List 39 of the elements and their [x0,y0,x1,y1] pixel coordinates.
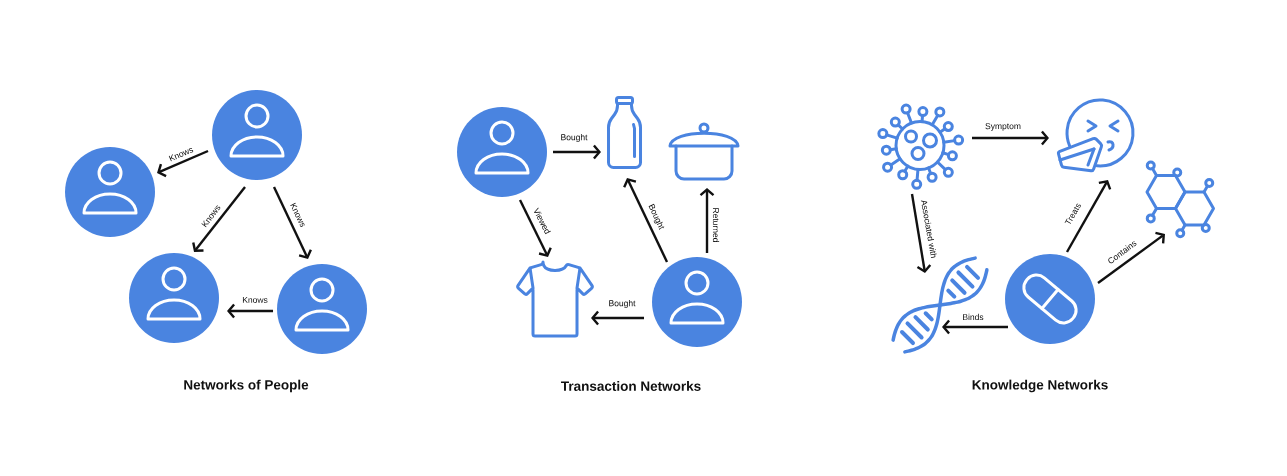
edge-label: Knows [241,295,269,305]
edge-label: Bought [607,298,637,310]
arrow [591,310,644,326]
pot-icon [668,122,740,181]
dna-icon [891,256,989,354]
edge-label: Associated with [919,198,939,260]
panel-title: Networks of People [184,379,309,393]
person-icon [457,107,547,197]
arrow [553,144,601,160]
panel-title: Transaction Networks [561,381,701,391]
edge-label: Bought [559,132,589,144]
arrow [1097,231,1165,284]
person-icon [277,264,367,354]
panel-title: Knowledge Networks [972,379,1108,393]
arrow [227,303,273,319]
bottle-icon [607,96,642,169]
edge-label: Knows [166,144,196,164]
arrow [272,186,312,259]
arrow [1065,180,1112,253]
pill-icon [1005,254,1095,344]
edge-label: Symptom [983,121,1023,133]
person-icon [129,253,219,343]
arrow [157,149,209,178]
arrow [972,130,1049,146]
person-icon [65,147,155,237]
arrow [942,319,1008,335]
sneezing-face-icon [1056,98,1135,173]
edge-label: Binds [961,312,985,322]
arrow [192,186,246,252]
shirt-icon [516,260,594,338]
person-icon [652,257,742,347]
arrow [623,178,669,263]
person-icon [212,90,302,180]
virus-icon [877,103,965,190]
arrow [518,199,552,257]
molecule-icon [1145,160,1215,239]
arrow [699,188,715,253]
arrow [910,193,932,273]
edge-label: Returned [711,206,721,244]
